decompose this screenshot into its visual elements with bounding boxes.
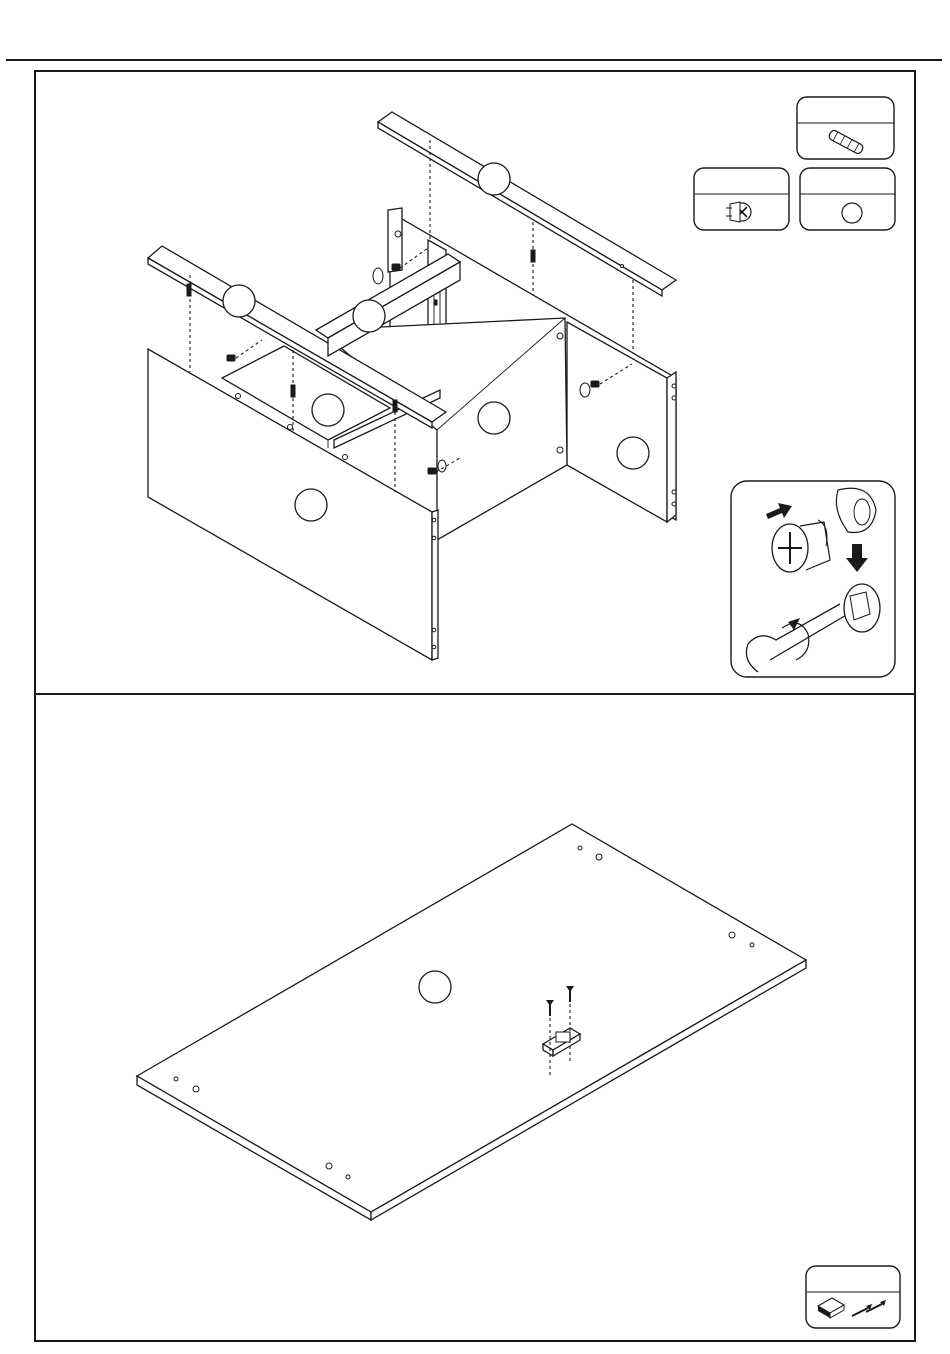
top-panel-diagram — [137, 824, 806, 1220]
cam-bolt-icon — [726, 202, 751, 222]
cam-lock-installation-detail — [731, 481, 895, 677]
hardware-dowel-box — [797, 97, 894, 159]
cam-lock-icon — [842, 203, 862, 223]
callout-middle-rail — [353, 300, 385, 332]
callout-top-panel — [419, 971, 451, 1003]
callout-front-panel — [295, 489, 327, 521]
callout-side-panel — [617, 437, 649, 469]
callout-front-rail — [223, 285, 255, 317]
right-side-panel — [567, 322, 676, 522]
hardware-cam-bolt-box — [694, 168, 789, 230]
hardware-cam-lock-box — [800, 168, 895, 230]
hardware-bracket-box — [806, 1266, 900, 1328]
callout-rear-rail — [478, 163, 510, 195]
callout-back-panel — [478, 402, 510, 434]
callout-divider — [312, 394, 344, 426]
cabinet-assembly-diagram — [148, 112, 676, 660]
